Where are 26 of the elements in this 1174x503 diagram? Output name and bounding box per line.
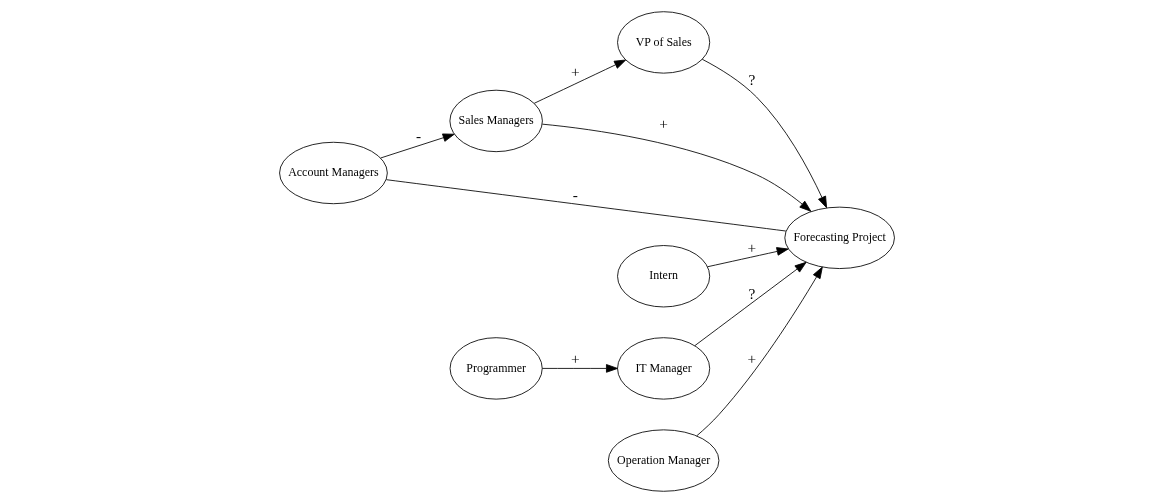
node-ellipse: Operation Manager — [607, 429, 720, 492]
edge-label: - — [572, 185, 578, 203]
node-ellipse: Account Managers — [279, 141, 388, 205]
node-ellipse: VP of Sales — [617, 11, 711, 74]
arrow — [533, 59, 627, 104]
edge-label: + — [747, 238, 757, 256]
node-ellipse: Intern — [617, 245, 711, 308]
arrow — [541, 364, 618, 373]
arrow — [701, 58, 828, 209]
connector — [385, 179, 787, 232]
edge-label: + — [571, 62, 580, 80]
node-ellipse: IT Manager — [617, 337, 711, 400]
arrow — [694, 261, 807, 347]
arrow — [541, 123, 812, 212]
arrow — [707, 247, 789, 268]
arrow — [380, 133, 455, 159]
edge-label: + — [747, 349, 757, 367]
node-ellipse: Sales Managers — [449, 89, 543, 153]
arrow — [696, 266, 823, 437]
node-ellipse: Programmer — [449, 337, 543, 400]
edge-label: + — [571, 349, 580, 367]
edge-label: - — [416, 126, 422, 144]
node-ellipse: Forecasting Project — [784, 206, 895, 269]
edge-label: ? — [748, 70, 756, 88]
edge-label: + — [659, 114, 668, 132]
edge-label: ? — [748, 284, 756, 302]
